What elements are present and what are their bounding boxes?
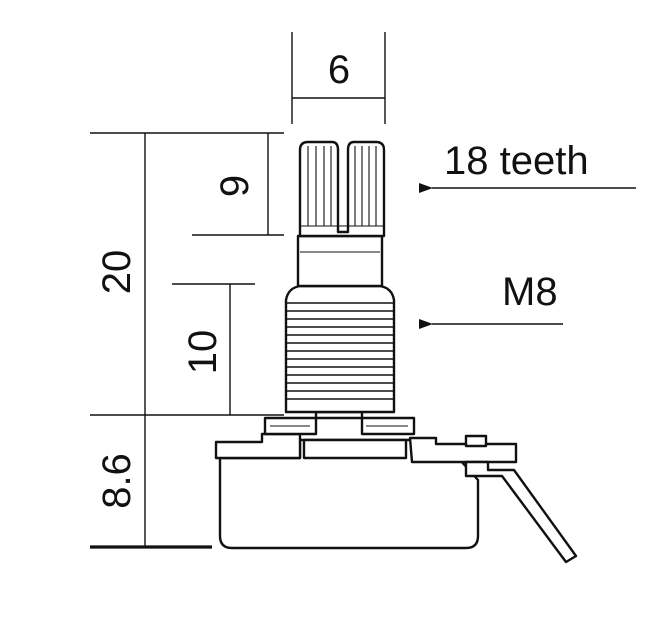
callout-teeth: 18 teeth — [444, 139, 589, 183]
callout-thread: M8 — [502, 270, 558, 314]
knurl-lines — [300, 146, 384, 227]
dim-shaft-diameter: 6 — [328, 48, 350, 92]
potentiometer-body — [214, 140, 578, 564]
dim-total-height: 20 — [95, 250, 139, 295]
dim-thread-length: 10 — [181, 330, 225, 375]
dimension-lines — [90, 32, 636, 549]
thread-lines — [287, 302, 393, 400]
dim-knurl-length: 9 — [213, 175, 257, 197]
dim-body-height: 8.6 — [95, 453, 139, 509]
